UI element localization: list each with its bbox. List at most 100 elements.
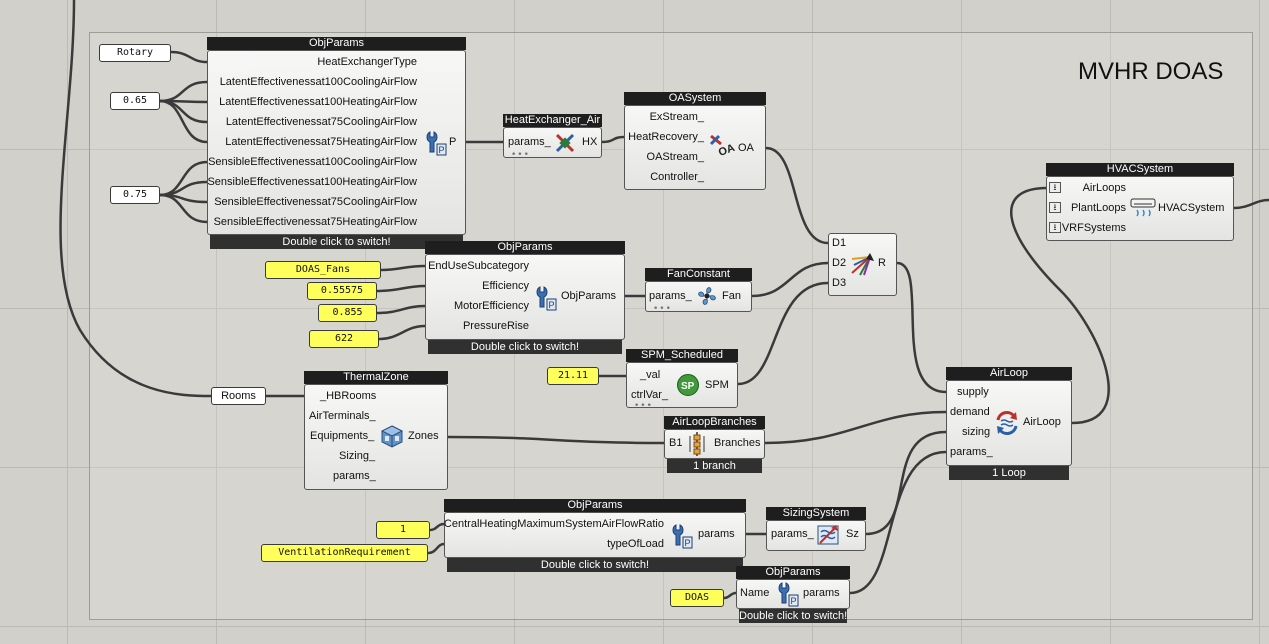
input-sizing[interactable]: sizing bbox=[962, 426, 991, 438]
output-params[interactable]: params bbox=[803, 587, 840, 599]
airloops-param-icon: ⭳ bbox=[1049, 182, 1061, 193]
airflow-ratio-panel[interactable]: 1 bbox=[376, 521, 430, 539]
input-equipments[interactable]: Equipments_ bbox=[310, 430, 375, 442]
output-hx[interactable]: HX bbox=[582, 136, 598, 148]
input-ex-stream[interactable]: ExStream_ bbox=[649, 111, 704, 123]
objparams-sizing[interactable]: ObjParams CentralHeatingMaximumSystemAir… bbox=[444, 499, 746, 572]
input-heat-recovery[interactable]: HeatRecovery_ bbox=[628, 131, 704, 143]
input-sensible-75-cooling[interactable]: SensibleEffectivenessat75CoolingAirFlow bbox=[214, 196, 417, 208]
output-params[interactable]: params bbox=[698, 528, 735, 540]
output-air-loop[interactable]: AirLoop bbox=[1023, 416, 1061, 428]
input-name[interactable]: Name bbox=[740, 587, 770, 599]
input-params[interactable]: params_ bbox=[649, 290, 692, 302]
output-sz[interactable]: Sz bbox=[846, 528, 859, 540]
air-loop[interactable]: AirLoop supply demand sizing params_ Air… bbox=[946, 367, 1072, 481]
doas-fans-panel[interactable]: DOAS_Fans bbox=[265, 261, 381, 279]
value-panel-065[interactable]: 0.65 bbox=[110, 92, 160, 110]
output-p[interactable]: P bbox=[449, 136, 457, 148]
rotary-panel[interactable]: Rotary bbox=[99, 44, 171, 62]
output-spm[interactable]: SPM bbox=[705, 379, 729, 391]
svg-text:SP: SP bbox=[681, 381, 695, 392]
input-oa-stream[interactable]: OAStream_ bbox=[646, 151, 704, 163]
input-sensible-100-cooling[interactable]: SensibleEffectivenessat100CoolingAirFlow bbox=[208, 156, 417, 168]
thermal-zone[interactable]: ThermalZone _HBRooms AirTerminals_ Equip… bbox=[304, 371, 448, 490]
objparams-name[interactable]: ObjParams Name P params Double click to … bbox=[736, 566, 850, 623]
input-latent-75-heating[interactable]: LatentEffectivenessat75HeatingAirFlow bbox=[225, 136, 417, 148]
loop-count-footer: 1 Loop bbox=[949, 466, 1069, 480]
input-d2[interactable]: D2 bbox=[832, 257, 847, 269]
air-loop-branches[interactable]: AirLoopBranches B1 Branches 1 branch bbox=[664, 416, 765, 473]
merge-component[interactable]: D1 D2 D3 R bbox=[828, 233, 897, 296]
fan-constant[interactable]: FanConstant params_ Fan ••• bbox=[645, 268, 752, 314]
wrench-p-icon: P bbox=[426, 131, 447, 156]
output-branches[interactable]: Branches bbox=[714, 437, 761, 449]
input-controller[interactable]: Controller_ bbox=[650, 171, 704, 183]
oa-system[interactable]: OASystem ExStream_ HeatRecovery_ OAStrea… bbox=[624, 92, 766, 190]
setpoint-value-panel[interactable]: 21.11 bbox=[547, 367, 599, 385]
input-sizing[interactable]: Sizing_ bbox=[339, 450, 376, 462]
type-of-load-panel[interactable]: VentilationRequirement bbox=[261, 544, 428, 562]
input-d1[interactable]: D1 bbox=[832, 237, 847, 249]
component-title: ObjParams bbox=[207, 37, 466, 50]
input-plant-loops[interactable]: PlantLoops bbox=[1070, 202, 1126, 214]
input-d3[interactable]: D3 bbox=[832, 277, 847, 289]
input-supply[interactable]: supply bbox=[957, 386, 989, 398]
input-air-loops[interactable]: AirLoops bbox=[1082, 182, 1126, 194]
input-end-use-subcategory[interactable]: EndUseSubcategory bbox=[428, 260, 529, 272]
sp-icon: SP bbox=[677, 374, 699, 396]
spm-scheduled[interactable]: SPM_Scheduled _val ctrlVar_ SP SPM ••• bbox=[626, 349, 738, 411]
input-params[interactable]: params_ bbox=[771, 528, 814, 540]
input-latent-100-heating[interactable]: LatentEffectivenessat100HeatingAirFlow bbox=[219, 96, 417, 108]
output-r[interactable]: R bbox=[878, 257, 886, 269]
hvac-unit-icon bbox=[1130, 198, 1156, 217]
rooms-panel[interactable]: Rooms bbox=[211, 387, 266, 405]
input-latent-75-cooling[interactable]: LatentEffectivenessat75CoolingAirFlow bbox=[225, 116, 417, 128]
component-title: ThermalZone bbox=[304, 371, 448, 384]
input-motor-efficiency[interactable]: MotorEfficiency bbox=[454, 300, 529, 312]
pressure-rise-panel[interactable]: 622 bbox=[309, 330, 379, 348]
input-pressure-rise[interactable]: PressureRise bbox=[462, 320, 529, 332]
input-ctrl-var[interactable]: ctrlVar_ bbox=[631, 389, 669, 401]
value-panel-075[interactable]: 0.75 bbox=[110, 186, 160, 204]
output-fan[interactable]: Fan bbox=[722, 290, 741, 302]
output-zones[interactable]: Zones bbox=[408, 430, 439, 442]
input-latent-100-cooling[interactable]: LatentEffectivenessat100CoolingAirFlow bbox=[219, 76, 417, 88]
input-central-heating-max-airflow-ratio[interactable]: CentralHeatingMaximumSystemAirFlowRatio bbox=[443, 518, 664, 530]
input-sensible-100-heating[interactable]: SensibleEffectivenessat100HeatingAirFlow bbox=[207, 176, 417, 188]
output-hvac-system[interactable]: HVACSystem bbox=[1158, 202, 1225, 214]
efficiency-panel[interactable]: 0.55575 bbox=[307, 282, 377, 300]
input-hb-rooms[interactable]: _HBRooms bbox=[320, 390, 377, 402]
switch-footer[interactable]: Double click to switch! bbox=[447, 558, 743, 572]
hvac-system[interactable]: HVACSystem ⭳ ⭳ ⭳ AirLoops PlantLoops VRF… bbox=[1046, 163, 1234, 241]
input-demand[interactable]: demand bbox=[950, 406, 990, 418]
switch-footer[interactable]: Double click to switch! bbox=[739, 609, 848, 623]
switch-footer[interactable]: Double click to switch! bbox=[428, 340, 622, 354]
output-objparams[interactable]: ObjParams bbox=[561, 290, 617, 302]
objparams-fan[interactable]: ObjParams EndUseSubcategory Efficiency M… bbox=[425, 241, 625, 354]
output-oa[interactable]: OA bbox=[738, 142, 754, 154]
input-sensible-75-heating[interactable]: SensibleEffectivenessat75HeatingAirFlow bbox=[213, 216, 417, 228]
input-params[interactable]: params_ bbox=[508, 136, 551, 148]
component-title: ObjParams bbox=[736, 566, 850, 579]
input-b1[interactable]: B1 bbox=[669, 437, 683, 449]
input-efficiency[interactable]: Efficiency bbox=[482, 280, 529, 292]
heat-exchanger-air[interactable]: HeatExchanger_Air params_ HX ••• bbox=[503, 114, 602, 160]
merge-arrows-icon bbox=[851, 253, 874, 276]
input-params[interactable]: params_ bbox=[950, 446, 993, 458]
component-title: ObjParams bbox=[444, 499, 746, 512]
doas-name-panel[interactable]: DOAS bbox=[670, 589, 724, 607]
motor-efficiency-panel[interactable]: 0.855 bbox=[318, 304, 377, 322]
airloop-icon bbox=[996, 411, 1018, 435]
input-params[interactable]: params_ bbox=[333, 470, 376, 482]
input-vrf-systems[interactable]: VRFSystems bbox=[1061, 222, 1126, 234]
component-title: ObjParams bbox=[425, 241, 625, 254]
input-air-terminals[interactable]: AirTerminals_ bbox=[309, 410, 376, 422]
objparams-heat-exchanger[interactable]: ObjParams HeatExchangerType LatentEffect… bbox=[207, 37, 466, 250]
switch-footer[interactable]: Double click to switch! bbox=[210, 235, 463, 249]
component-title: SPM_Scheduled bbox=[626, 349, 738, 362]
branch-count-footer: 1 branch bbox=[667, 459, 762, 473]
input-type-of-load[interactable]: typeOfLoad bbox=[607, 538, 664, 550]
sizing-system[interactable]: SizingSystem params_ Sz bbox=[766, 507, 866, 551]
input-val[interactable]: _val bbox=[640, 369, 661, 381]
input-heat-exchanger-type[interactable]: HeatExchangerType bbox=[317, 56, 417, 68]
